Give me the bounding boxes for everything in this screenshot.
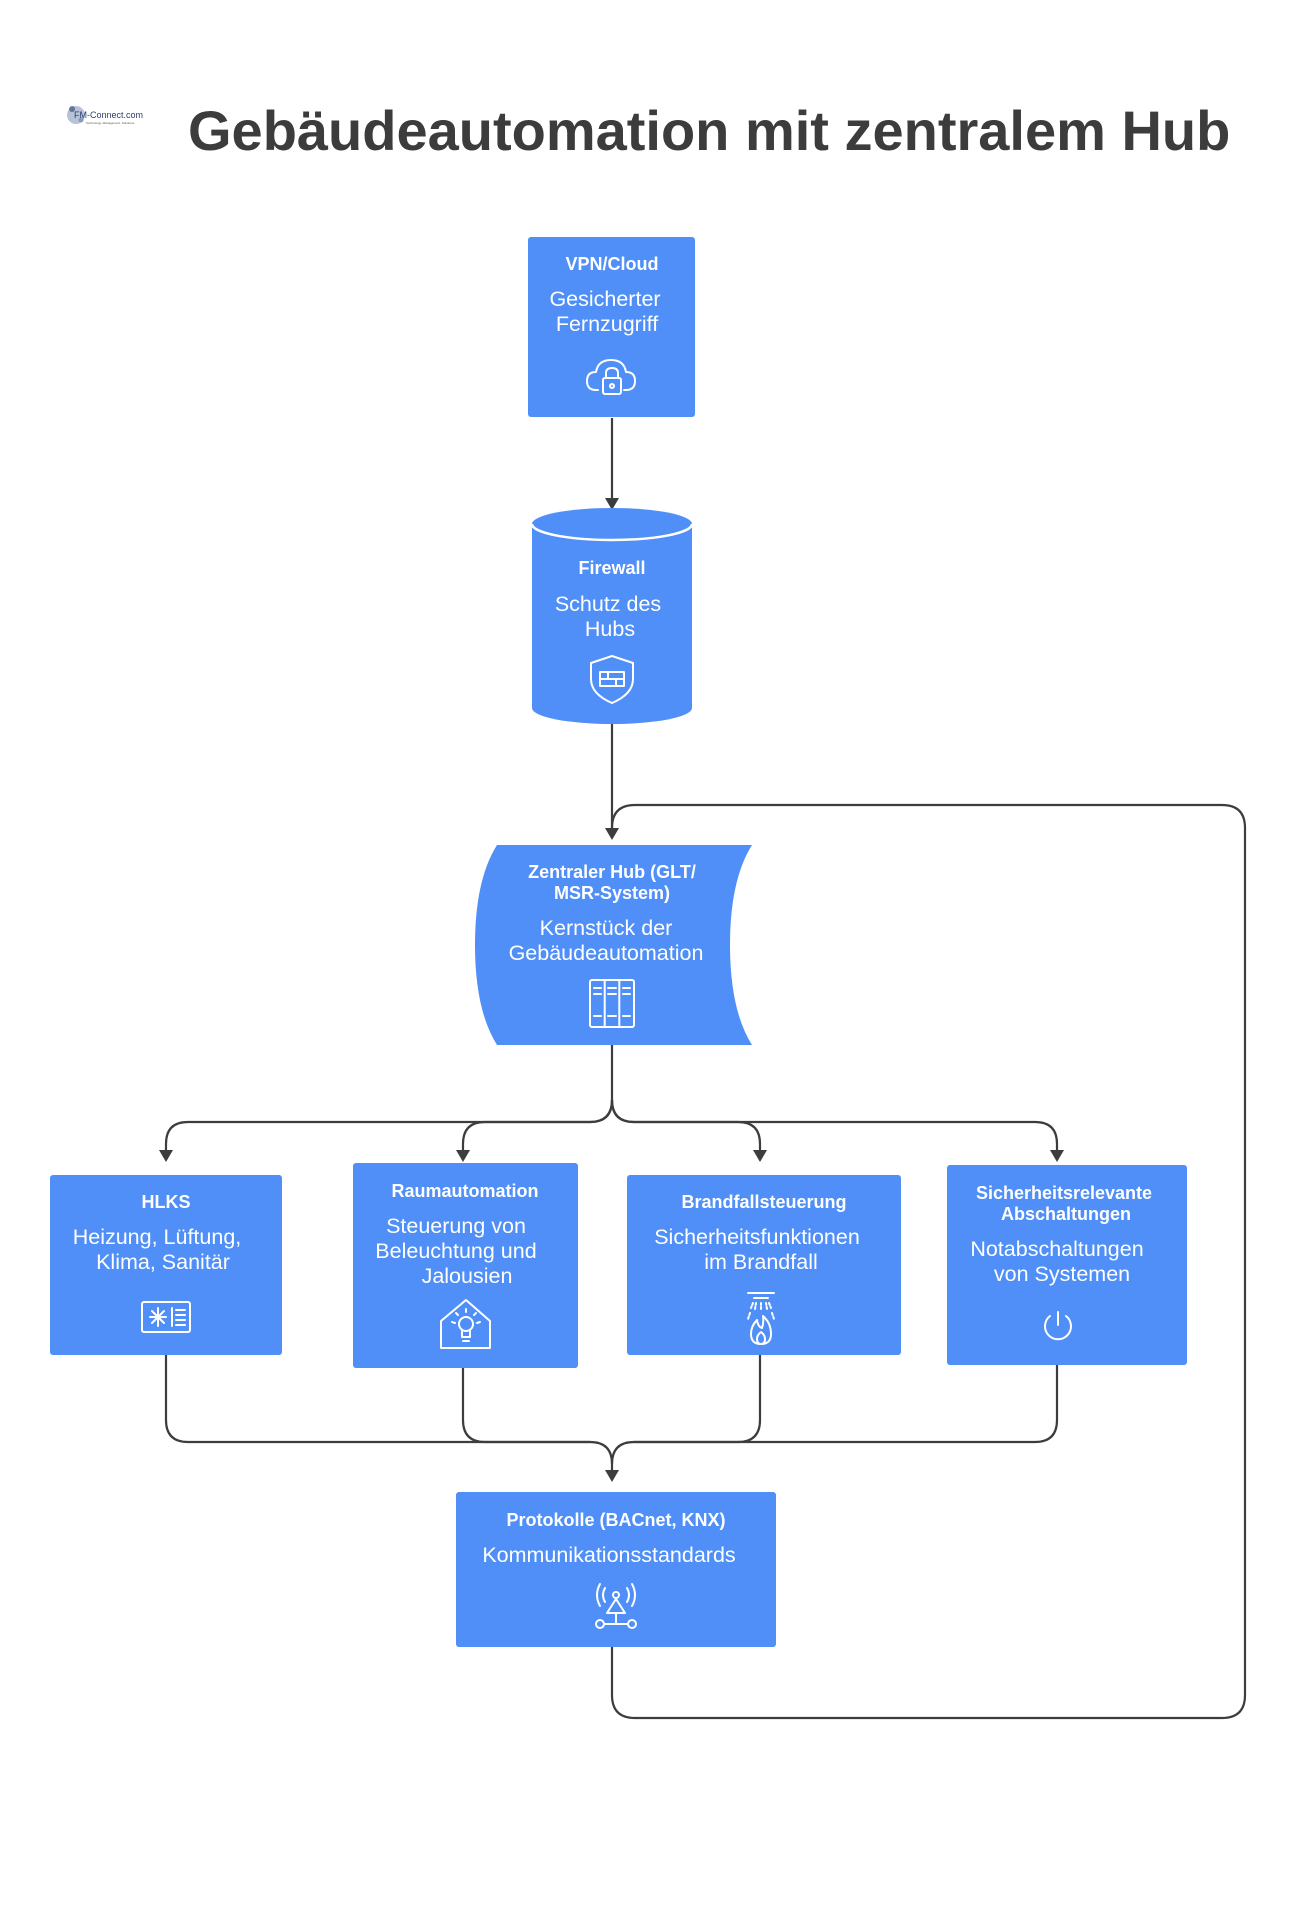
node-title: Firewall	[578, 558, 645, 578]
edge-raumautomation-protokolle	[461, 1362, 590, 1444]
arrowhead	[456, 1150, 470, 1162]
node-zentraler-hub: Zentraler Hub (GLT/ MSR-System) Kernstüc…	[475, 845, 752, 1045]
arrowhead	[1050, 1150, 1064, 1162]
node-text: Fernzugriff	[556, 312, 658, 336]
edge-hlks-protokolle	[164, 1350, 614, 1470]
node-title: Sicherheitsrelevante	[976, 1183, 1152, 1203]
node-text: Beleuchtung und	[375, 1239, 536, 1263]
node-text: im Brandfall	[704, 1250, 818, 1274]
logo-tagline: Technology. Management. Solutions.	[86, 121, 135, 125]
node-text: Gebäudeautomation	[509, 941, 704, 965]
edge-hub-brandfall	[610, 1099, 762, 1150]
cloud-lock-icon	[586, 359, 636, 395]
node-text: Jalousien	[422, 1264, 513, 1288]
node-title: Raumautomation	[391, 1181, 538, 1201]
power-icon	[1044, 1311, 1072, 1341]
node-shape	[627, 1175, 901, 1355]
node-text: Klima, Sanitär	[96, 1250, 230, 1274]
node-shape-top	[532, 508, 692, 540]
arrowhead	[753, 1150, 767, 1162]
node-title: VPN/Cloud	[566, 254, 659, 274]
node-protokolle: Protokolle (BACnet, KNX) Kommunikationss…	[456, 1492, 776, 1647]
edge-sicherheit-protokolle	[634, 1360, 1059, 1444]
node-brandfallsteuerung: Brandfallsteuerung Sicherheitsfunktionen…	[627, 1175, 901, 1355]
sprinkler-fire-icon	[747, 1292, 775, 1345]
edge-brandfall-protokolle	[610, 1350, 762, 1465]
node-text: Steuerung von	[386, 1214, 526, 1238]
node-title: Protokolle (BACnet, KNX)	[506, 1510, 725, 1530]
edge-hub-sicherheit	[610, 1099, 1059, 1150]
node-text: von Systemen	[994, 1262, 1130, 1286]
server-rack-icon	[589, 979, 635, 1028]
node-shape	[50, 1175, 282, 1355]
node-title: Zentraler Hub (GLT/	[528, 862, 696, 882]
air-conditioner-icon	[141, 1301, 191, 1333]
node-text: Notabschaltungen	[970, 1237, 1143, 1261]
node-raumautomation: Raumautomation Steuerung von Beleuchtung…	[353, 1163, 578, 1368]
node-hlks: HLKS Heizung, Lüftung, Klima, Sanitär	[50, 1175, 282, 1355]
node-vpn-cloud: VPN/Cloud Gesicherter Fernzugriff	[528, 237, 695, 417]
shield-firewall-icon	[590, 655, 634, 704]
node-title: HLKS	[142, 1192, 191, 1212]
node-text: Schutz des	[555, 592, 661, 616]
edges	[159, 418, 1247, 1720]
logo-text: FM-Connect.com	[74, 110, 143, 120]
node-text: Kommunikationsstandards	[482, 1543, 735, 1567]
page-title: Gebäudeautomation mit zentralem Hub	[188, 99, 1230, 162]
node-title: Brandfallsteuerung	[681, 1192, 846, 1212]
node-title: MSR-System)	[554, 883, 670, 903]
node-shape	[475, 845, 752, 1045]
node-text: Sicherheitsfunktionen	[654, 1225, 860, 1249]
arrowhead	[159, 1150, 173, 1162]
arrowhead	[605, 498, 619, 510]
node-sicherheitsrelevante-abschaltungen: Sicherheitsrelevante Abschaltungen Notab…	[947, 1165, 1187, 1365]
node-text: Hubs	[585, 617, 635, 641]
edge-hub-raumautomation	[461, 1099, 614, 1150]
antenna-network-icon	[595, 1583, 637, 1629]
node-text: Kernstück der	[540, 916, 673, 940]
node-title: Abschaltungen	[1001, 1204, 1131, 1224]
edge-hub-hlks	[164, 1045, 614, 1150]
node-firewall: Firewall Schutz des Hubs	[530, 508, 694, 724]
node-text: Gesicherter	[549, 287, 660, 311]
node-text: Heizung, Lüftung,	[73, 1225, 242, 1249]
node-shape	[528, 237, 695, 417]
smart-home-bulb-icon	[440, 1299, 491, 1349]
arrowhead	[605, 1470, 619, 1482]
node-shape	[532, 524, 692, 724]
cylinder-rim	[530, 523, 694, 542]
logo: FM-Connect.com Technology. Management. S…	[67, 106, 143, 125]
node-shape	[456, 1492, 776, 1647]
arrowhead	[605, 828, 619, 840]
edge-protokolle-hub-loop	[610, 803, 1247, 1720]
node-shape	[353, 1163, 578, 1368]
node-shape	[947, 1165, 1187, 1365]
